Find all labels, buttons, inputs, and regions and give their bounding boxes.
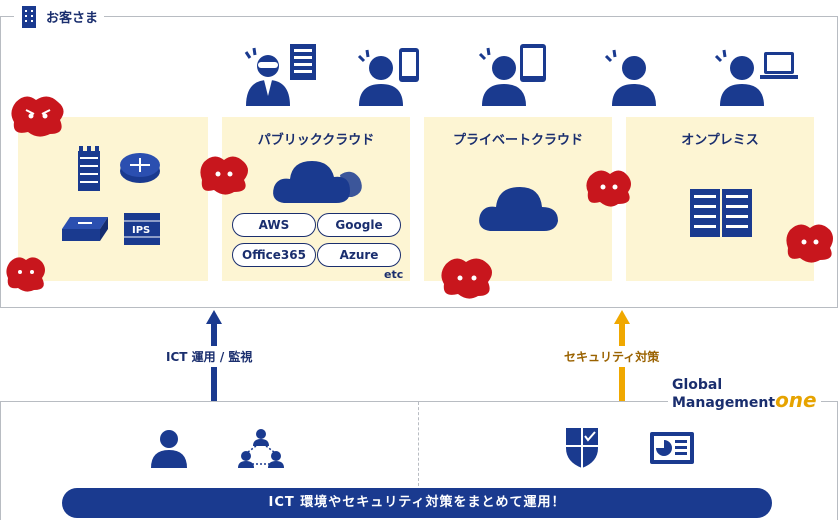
ops-arrow-label: ICT 運用 / 監視: [162, 346, 257, 367]
etc-label: etc: [384, 268, 404, 281]
shield-icon: [566, 428, 598, 468]
virus-icon: [786, 224, 833, 263]
team-network-icon: [238, 429, 284, 468]
onpremise-panel: オンプレミス: [626, 117, 814, 281]
private-cloud-panel: プライベートクラウド: [424, 117, 612, 281]
private-cloud-title: プライベートクラウド: [452, 133, 583, 148]
router-icon: [120, 153, 160, 183]
onpremise-title: オンプレミス: [681, 133, 759, 148]
security-arrow-label: セキュリティ対策: [560, 346, 664, 367]
customer-frame: [0, 16, 838, 308]
service-office365: Office365: [232, 243, 316, 267]
global-management-one-logo: Global Managementone: [668, 378, 821, 411]
virus-icon: [200, 156, 248, 195]
customer-header: お客さま: [14, 4, 105, 28]
ips-label: IPS: [132, 225, 151, 236]
person-laptop-icon: [714, 49, 798, 106]
brand-line2: Management: [672, 395, 776, 411]
report-icon: [650, 432, 694, 464]
service-google: Google: [317, 213, 401, 237]
cloud-icon: [479, 187, 558, 231]
virus-icon: [6, 257, 45, 292]
building-icon: [22, 6, 36, 28]
person-phone-icon: [357, 48, 419, 106]
divider: [418, 402, 419, 486]
public-cloud-panel: パブリッククラウド AWS Google Office365 Azure etc: [222, 117, 410, 281]
brand-line1: Global: [672, 377, 723, 393]
public-cloud-title: パブリッククラウド: [257, 133, 375, 148]
cloud-icon: [273, 161, 362, 203]
server-rack-icon: [690, 189, 752, 237]
provider-frame: [0, 401, 838, 520]
virus-icon: [586, 170, 631, 207]
firewall-icon: [78, 146, 100, 191]
ips-icon: [124, 213, 160, 245]
summary-banner: ICT 環境やセキュリティ対策をまとめて運用！: [62, 488, 772, 518]
operator-icon: [151, 430, 187, 468]
network-devices-panel: IPS: [18, 117, 208, 281]
person-icon: [604, 49, 656, 106]
hacker-server-icon: [244, 44, 316, 106]
switch-icon: [62, 217, 108, 241]
service-aws: AWS: [232, 213, 316, 237]
person-tablet-icon: [478, 44, 546, 106]
virus-icon: [441, 258, 492, 299]
virus-icon: [11, 96, 64, 137]
brand-one: one: [775, 388, 817, 412]
customer-label: お客さま: [46, 10, 99, 26]
service-azure: Azure: [317, 243, 401, 267]
